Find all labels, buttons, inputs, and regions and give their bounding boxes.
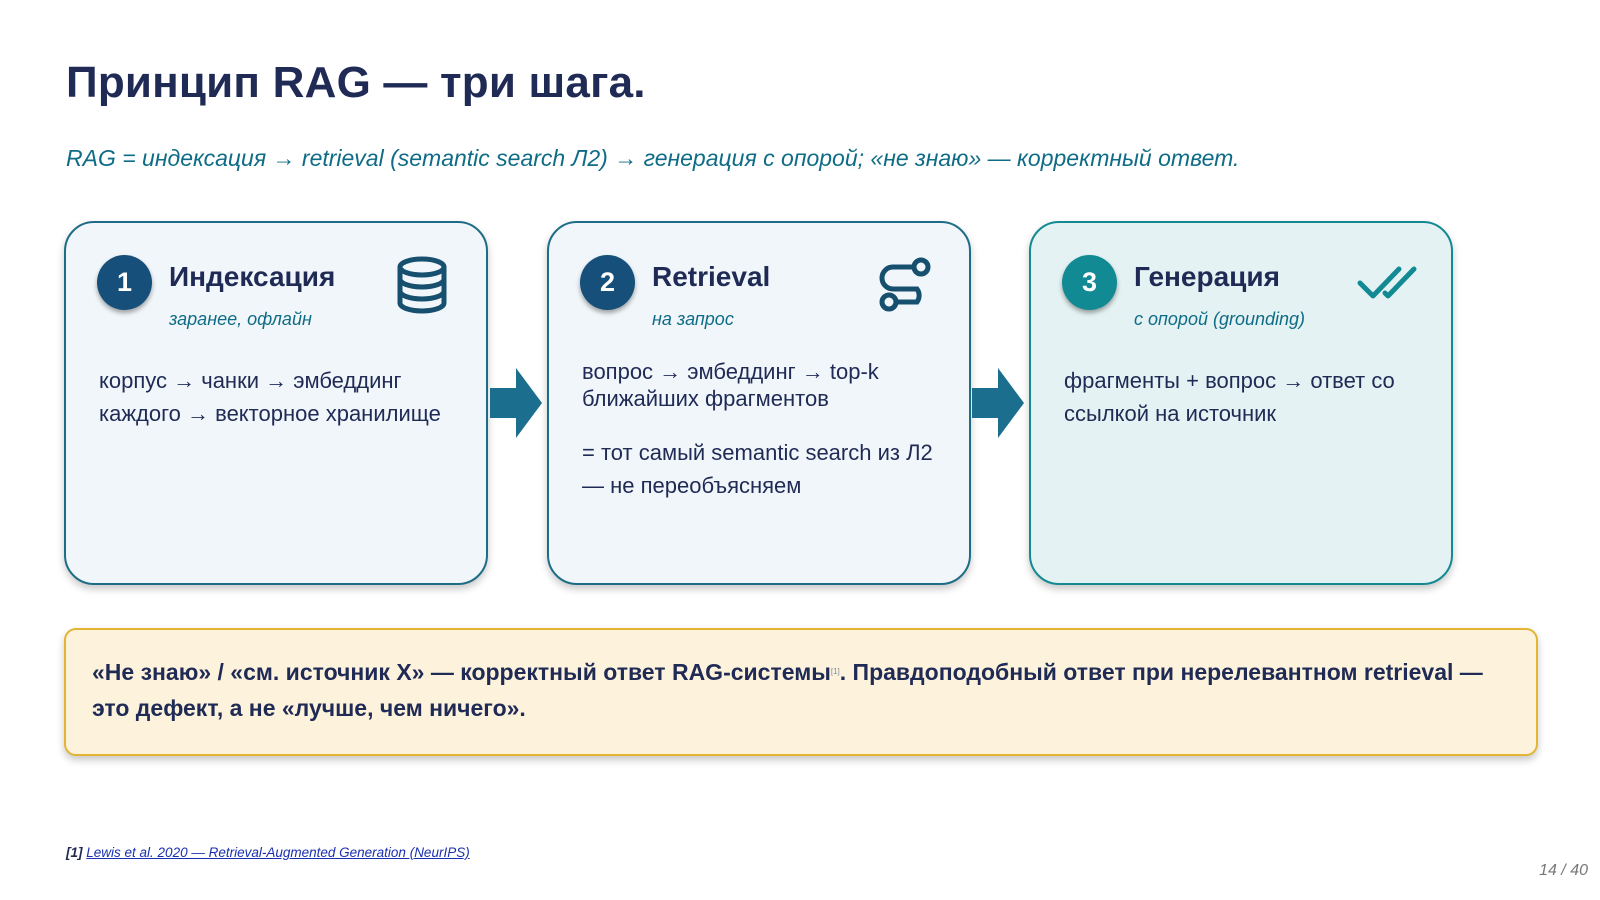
step-subtitle: с опорой (grounding): [1134, 309, 1306, 329]
step-body: вопрос → эмбеддинг → top-k ближайших фра…: [582, 358, 945, 502]
flow-arrow-icon: [972, 368, 1024, 443]
step-title: Retrieval: [652, 261, 771, 292]
step-number-badge: 1: [97, 255, 152, 310]
step-card-generation: 3 Генерация с опорой (grounding) фрагмен…: [1029, 221, 1453, 585]
page-number: 14 / 40: [1539, 862, 1588, 879]
footnote-link[interactable]: Lewis et al. 2020 — Retrieval-Augmented …: [86, 845, 470, 860]
callout-box: «Не знаю» / «см. источник X» — корректны…: [64, 628, 1538, 756]
step-body: фрагменты + вопрос → ответ со ссылкой на…: [1064, 364, 1427, 430]
step-card-indexing: 1 Индексация заранее, офлайн корпус → ча…: [64, 221, 488, 585]
slide-subtitle: RAG = индексация → retrieval (semantic s…: [66, 145, 1240, 171]
step-body-text: корпус → чанки → эмбеддинг каждого → век…: [99, 368, 441, 426]
step-title: Генерация: [1134, 261, 1280, 292]
step-card-retrieval: 2 Retrieval на запрос вопрос → эмбеддинг…: [547, 221, 971, 585]
database-icon: [394, 255, 450, 320]
step-number-badge: 3: [1062, 255, 1117, 310]
step-body-text: = тот самый semantic search из Л2 — не п…: [582, 440, 933, 498]
callout-text: «Не знаю» / «см. источник X» — корректны…: [92, 659, 831, 685]
step-body: корпус → чанки → эмбеддинг каждого → век…: [99, 364, 462, 430]
step-subtitle: на запрос: [652, 309, 734, 329]
step-number-badge: 2: [580, 255, 635, 310]
step-body-text: вопрос → эмбеддинг → top-k ближайших фра…: [582, 359, 879, 411]
flow-arrow-icon: [490, 368, 542, 443]
footnote-number: [1]: [66, 845, 83, 860]
citation-marker[interactable]: [1]: [830, 667, 840, 676]
step-title: Индексация: [169, 261, 336, 292]
footnote: [1] Lewis et al. 2020 — Retrieval-Augmen…: [66, 845, 470, 860]
step-body-text: фрагменты + вопрос → ответ со ссылкой на…: [1064, 368, 1395, 426]
route-icon: [877, 255, 933, 320]
callout-text: . Правдоподобный ответ при нерелевантном…: [92, 659, 1483, 721]
slide-title: Принцип RAG — три шага.: [66, 58, 646, 107]
double-check-icon: [1357, 263, 1417, 308]
step-subtitle: заранее, офлайн: [169, 309, 312, 329]
